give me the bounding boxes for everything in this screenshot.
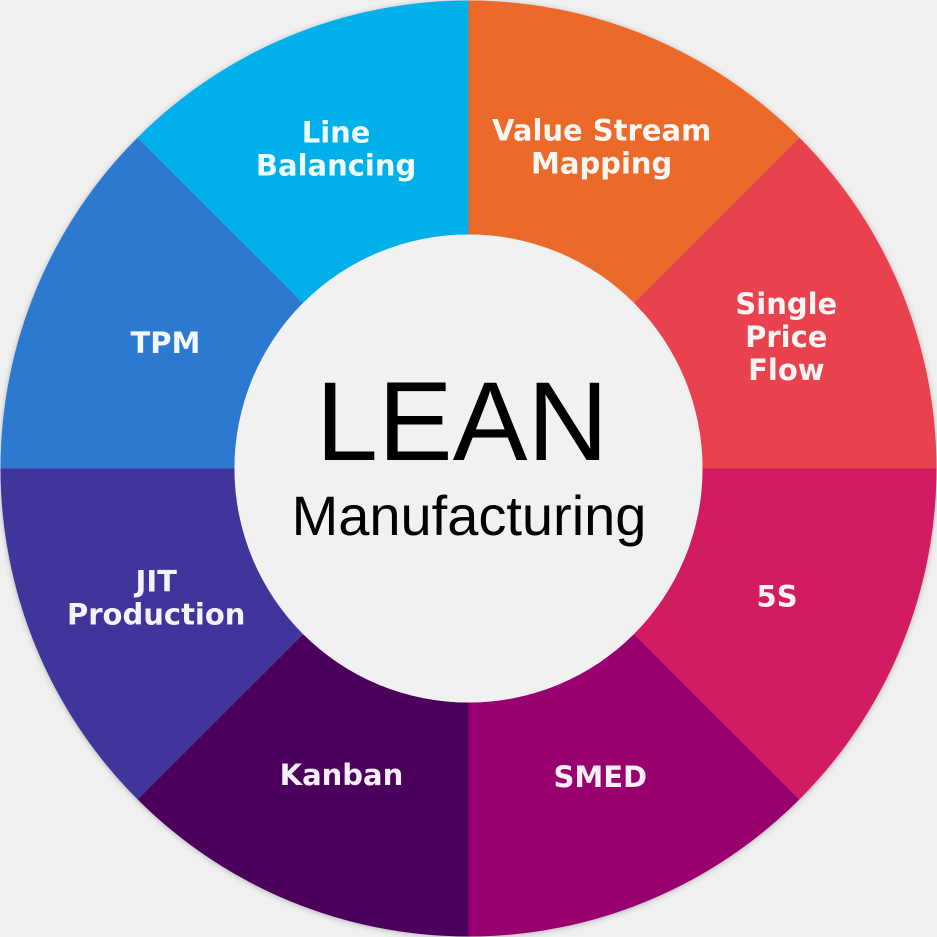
segment-label-value-stream-mapping: Value Stream [492,113,711,147]
segment-label-single-price-flow: Price [745,320,827,354]
segment-jit-production [0,468,304,800]
center-subtitle: Manufacturing [292,484,647,547]
segment-label-single-price-flow: Single [735,287,837,321]
segment-single-price-flow [633,137,937,469]
segment-label-value-stream-mapping: Mapping [531,146,672,180]
segment-label-jit-production: JIT [134,564,178,598]
segment-label-kanban: Kanban [280,758,404,792]
segment-value-stream-mapping [468,0,800,304]
segment-label-line-balancing: Line [302,115,371,149]
segment-label-line-balancing: Balancing [256,148,416,182]
segment-label-jit-production: Production [67,597,245,631]
segment-line-balancing [137,0,469,304]
segment-tpm [0,137,304,469]
center-circle [234,234,703,703]
segment-label-smed: SMED [553,760,647,794]
center-title: LEAN [316,359,609,484]
segment-smed [468,633,800,937]
segment-label-5s: 5S [757,579,798,613]
segment-kanban [137,633,469,937]
segment-5s [633,468,937,800]
segment-label-tpm: TPM [131,326,201,360]
segment-label-single-price-flow: Flow [748,353,824,387]
